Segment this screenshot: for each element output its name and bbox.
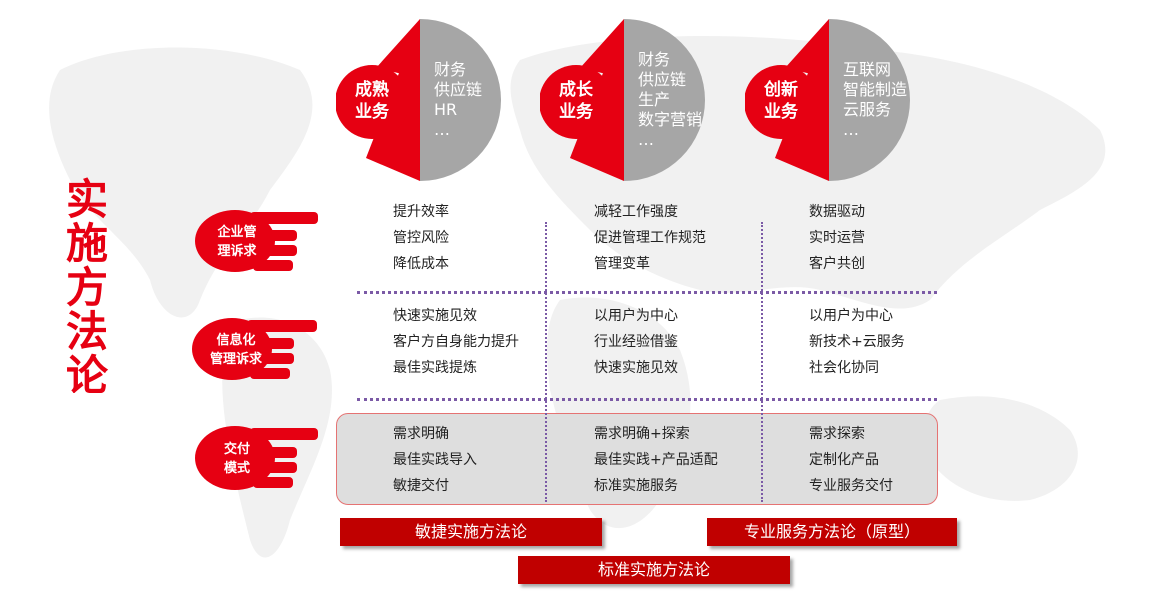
pointing-hand-icon	[195, 210, 318, 272]
method-bar-standard: 标准实施方法论	[518, 556, 790, 584]
side-title-char: 法	[65, 307, 108, 356]
badge-item-list: 财务 供应链 HR …	[434, 60, 482, 140]
badge-item: …	[638, 130, 654, 149]
method-bar-agile: 敏捷实施方法论	[340, 518, 602, 546]
badge-growth-business: 成长 业务 财务 供应链 生产 数字营销 …	[540, 18, 740, 183]
pointing-hand-icon	[195, 426, 318, 490]
column-divider	[761, 222, 763, 502]
row-label-it-demand: 信息化 管理诉求	[209, 333, 262, 367]
badge-mature-business: 成熟 业务 财务 供应链 HR …	[336, 18, 536, 183]
badge-item: 数字营销	[638, 110, 703, 129]
badge-label: 成长 业务	[559, 80, 593, 122]
badge-item: 供应链	[638, 70, 687, 89]
row-label-enterprise-demand: 企业管 理诉求	[217, 225, 257, 259]
badge-item: 智能制造	[843, 80, 908, 99]
badge-label: 成熟 业务	[355, 80, 389, 122]
side-title-char: 实	[65, 175, 108, 224]
badge-shape	[540, 19, 705, 181]
side-title-char: 论	[65, 351, 108, 400]
badge-item: HR	[434, 100, 458, 119]
badge-item: 生产	[638, 90, 671, 109]
badge-label: 创新 业务	[764, 80, 798, 122]
badge-item: …	[434, 120, 450, 139]
badge-item: 财务	[434, 60, 467, 79]
grid-cell: 以用户为中心 行业经验借鉴 快速实施见效	[594, 308, 678, 376]
delivery-row-box	[336, 413, 938, 505]
grid-cell: 数据驱动 实时运营 客户共创	[809, 204, 865, 272]
side-title-char: 方	[65, 263, 108, 312]
badge-innovation-business: 创新 业务 互联网 智能制造 云服务 …	[745, 18, 945, 183]
grid-cell: 需求探索 定制化产品 专业服务交付	[809, 426, 893, 494]
grid-cell: 以用户为中心 新技术+云服务 社会化协同	[809, 308, 905, 376]
grid-cell: 减轻工作强度 促进管理工作规范 管理变革	[594, 204, 706, 272]
badge-item: 云服务	[843, 100, 892, 119]
grid-cell: 快速实施见效 客户方自身能力提升 最佳实践提炼	[393, 308, 519, 376]
badge-shape	[336, 19, 501, 181]
grid-cell: 需求明确 最佳实践导入 敏捷交付	[393, 426, 477, 494]
row-divider	[357, 291, 937, 294]
badge-item: …	[843, 120, 859, 139]
column-divider	[545, 222, 547, 502]
side-title-char: 施	[65, 219, 108, 268]
method-bar-professional: 专业服务方法论（原型）	[707, 518, 957, 546]
side-title: 实 施 方 法 论	[62, 178, 112, 398]
badge-shape	[745, 19, 910, 181]
grid-cell: 提升效率 管控风险 降低成本	[393, 204, 449, 272]
badge-item: 供应链	[434, 80, 483, 99]
grid-cell: 需求明确+探索 最佳实践+产品适配 标准实施服务	[594, 426, 718, 494]
badge-item-list: 互联网 智能制造 云服务 …	[843, 60, 907, 140]
row-divider	[357, 398, 937, 401]
badge-item: 互联网	[843, 60, 892, 79]
row-label-delivery-mode: 交付 模式	[223, 442, 250, 476]
badge-item-list: 财务 供应链 生产 数字营销 …	[638, 50, 702, 150]
pointing-hand-icon	[192, 318, 317, 380]
badge-item: 财务	[638, 50, 671, 69]
